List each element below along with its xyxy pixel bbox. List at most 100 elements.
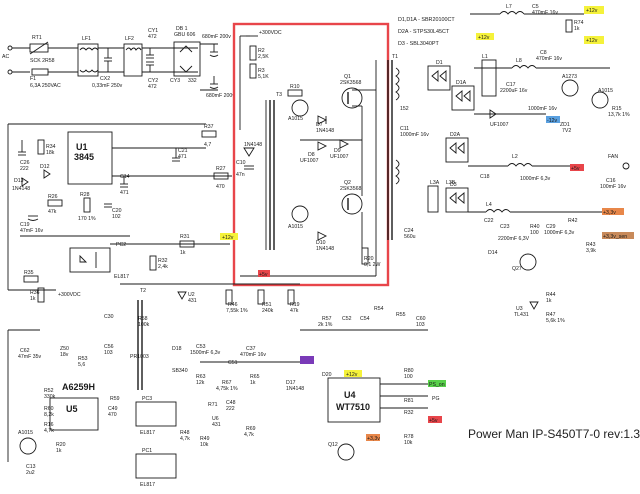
r60-value: 8,2k [44,412,54,418]
d1-label: D1 [436,60,443,66]
r15-label: R15 [612,106,622,112]
rail-5v-right-label: +5v [571,166,580,172]
d9-label: D9 [334,148,341,154]
resistor-r27 [213,172,229,180]
c23-label: C23 [500,224,510,230]
d9-value: UF1007 [330,154,349,160]
d7-value: 1N4148 [316,128,334,134]
c20-value: 102 [112,214,121,220]
t3-label: T3 [276,92,282,98]
r54-label: R54 [374,306,384,312]
d7-label: D7 [316,122,323,128]
ac-input-section: AC RT1 SCK 2R58 F1 6,3A 250VAC LF1 CX2 0… [2,26,235,99]
inductor-l8 [511,65,537,69]
c49-value: 470 [108,412,117,418]
diode-note-1: D1,D1A - SBR20100CT [398,17,455,23]
c37-value: 470mF 16v [240,352,266,358]
r49-value: 10k [200,442,209,448]
resistor-r36 [37,287,45,303]
r51-value: 240k [262,308,274,314]
ac-label: AC [2,54,9,60]
r32-label: R32 [158,258,168,264]
c56-value: 103 [104,350,113,356]
c17-label: C17 [506,82,516,88]
diode-d7 [317,115,328,125]
rail-12v-second-label: +12v [586,38,598,44]
c16-label: C16 [606,178,616,184]
r49-label: R49 [200,436,210,442]
rail-tag-3v3-sense [602,232,634,239]
ps-on-label: PS_on [429,382,445,388]
r32-value: 2,4k [158,264,168,270]
standby-section: U5 A6259H C62 47mF 35v Z50 18v R53 5,6 C… [7,288,260,488]
r81-label: R81 [404,398,414,404]
diode-d13 [21,177,29,187]
rail-3v3-supervisor-label: +3,3v [367,436,380,442]
r36-value: 1k [30,296,36,302]
pc3-label: PC3 [142,396,152,402]
r26-label: R26 [48,194,58,200]
r60-label: R60 [44,406,54,412]
c26-label: C26 [20,160,30,166]
a6259-label: A6259H [62,382,95,392]
c11-value: 1000mF 16v [400,132,429,138]
c18-label-text: C18 [480,174,490,180]
d14-label: D14 [488,250,498,256]
r51-label: R51 [262,302,272,308]
r74-label: R74 [574,20,584,26]
d13-label: D13 [14,178,24,184]
r19-label: R19 [290,302,300,308]
r42-label: R42 [568,218,578,224]
zd1-label: ZD1 [560,122,570,128]
c29-label: C29 [546,224,556,230]
l8-label: L8 [516,58,522,64]
zd-label: Z50 [60,346,69,352]
r63-label: R63 [196,374,206,380]
c11-label: C11 [400,126,409,132]
transistor-q12 [337,443,355,461]
r31-label: R31 [180,234,190,240]
r-drive-upper: R10 [290,84,300,90]
d3-label: D3 [450,182,457,188]
r52-label: R52 [44,388,54,394]
r37-label: R37 [204,124,214,130]
diode-1n4148-left [243,147,255,157]
db1-label: DB 1 [176,26,188,32]
d10-value: 1N4148 [316,246,334,252]
r31-value: 1k [180,250,186,256]
resistor-r34 [37,139,45,155]
diode-d8 [317,141,328,151]
f1-label: F1 [30,76,36,82]
u5-label: U5 [66,404,78,414]
c22-label: C22 [484,218,494,224]
optocoupler-pc1 [135,453,177,479]
inductor-l7 [499,11,525,15]
r58-value: 100k [138,322,150,328]
r2-label: R2 [258,48,265,54]
c9-value: 152 [400,106,409,112]
r65-value: 1k [250,380,256,386]
c51-label: C51 [228,360,238,366]
rail-tag-12v-supervisor [344,370,362,377]
r20-label: R20 [364,256,374,262]
rt1-label: RT1 [32,35,42,41]
diode-d1 [427,65,451,91]
rail-12v-supervisor-label: +12v [346,372,358,378]
rail-3v3-sense-label: +3,3v_sen [603,234,627,240]
d20-label: D20 [322,372,332,378]
r67-label: R67 [222,380,232,386]
diode-d1a [451,85,475,111]
mosfet-q2 [341,193,363,215]
resistor-r28 [83,197,91,213]
r67-value: 4,75k 1% [216,386,238,392]
rail-tag-5v-right [570,164,584,171]
bridge-rectifier-db1 [173,41,201,77]
r27-value: 470 [216,184,225,190]
driver-transistor-lower [291,205,309,223]
diode-d9 [339,139,350,149]
lf1-label: LF1 [82,36,91,42]
cy2-label: CY2 [148,78,158,84]
pc2-label: PC2 [116,242,126,248]
rail-3v3-label: +3,3v [603,210,616,216]
r53-label: R53 [78,356,88,362]
